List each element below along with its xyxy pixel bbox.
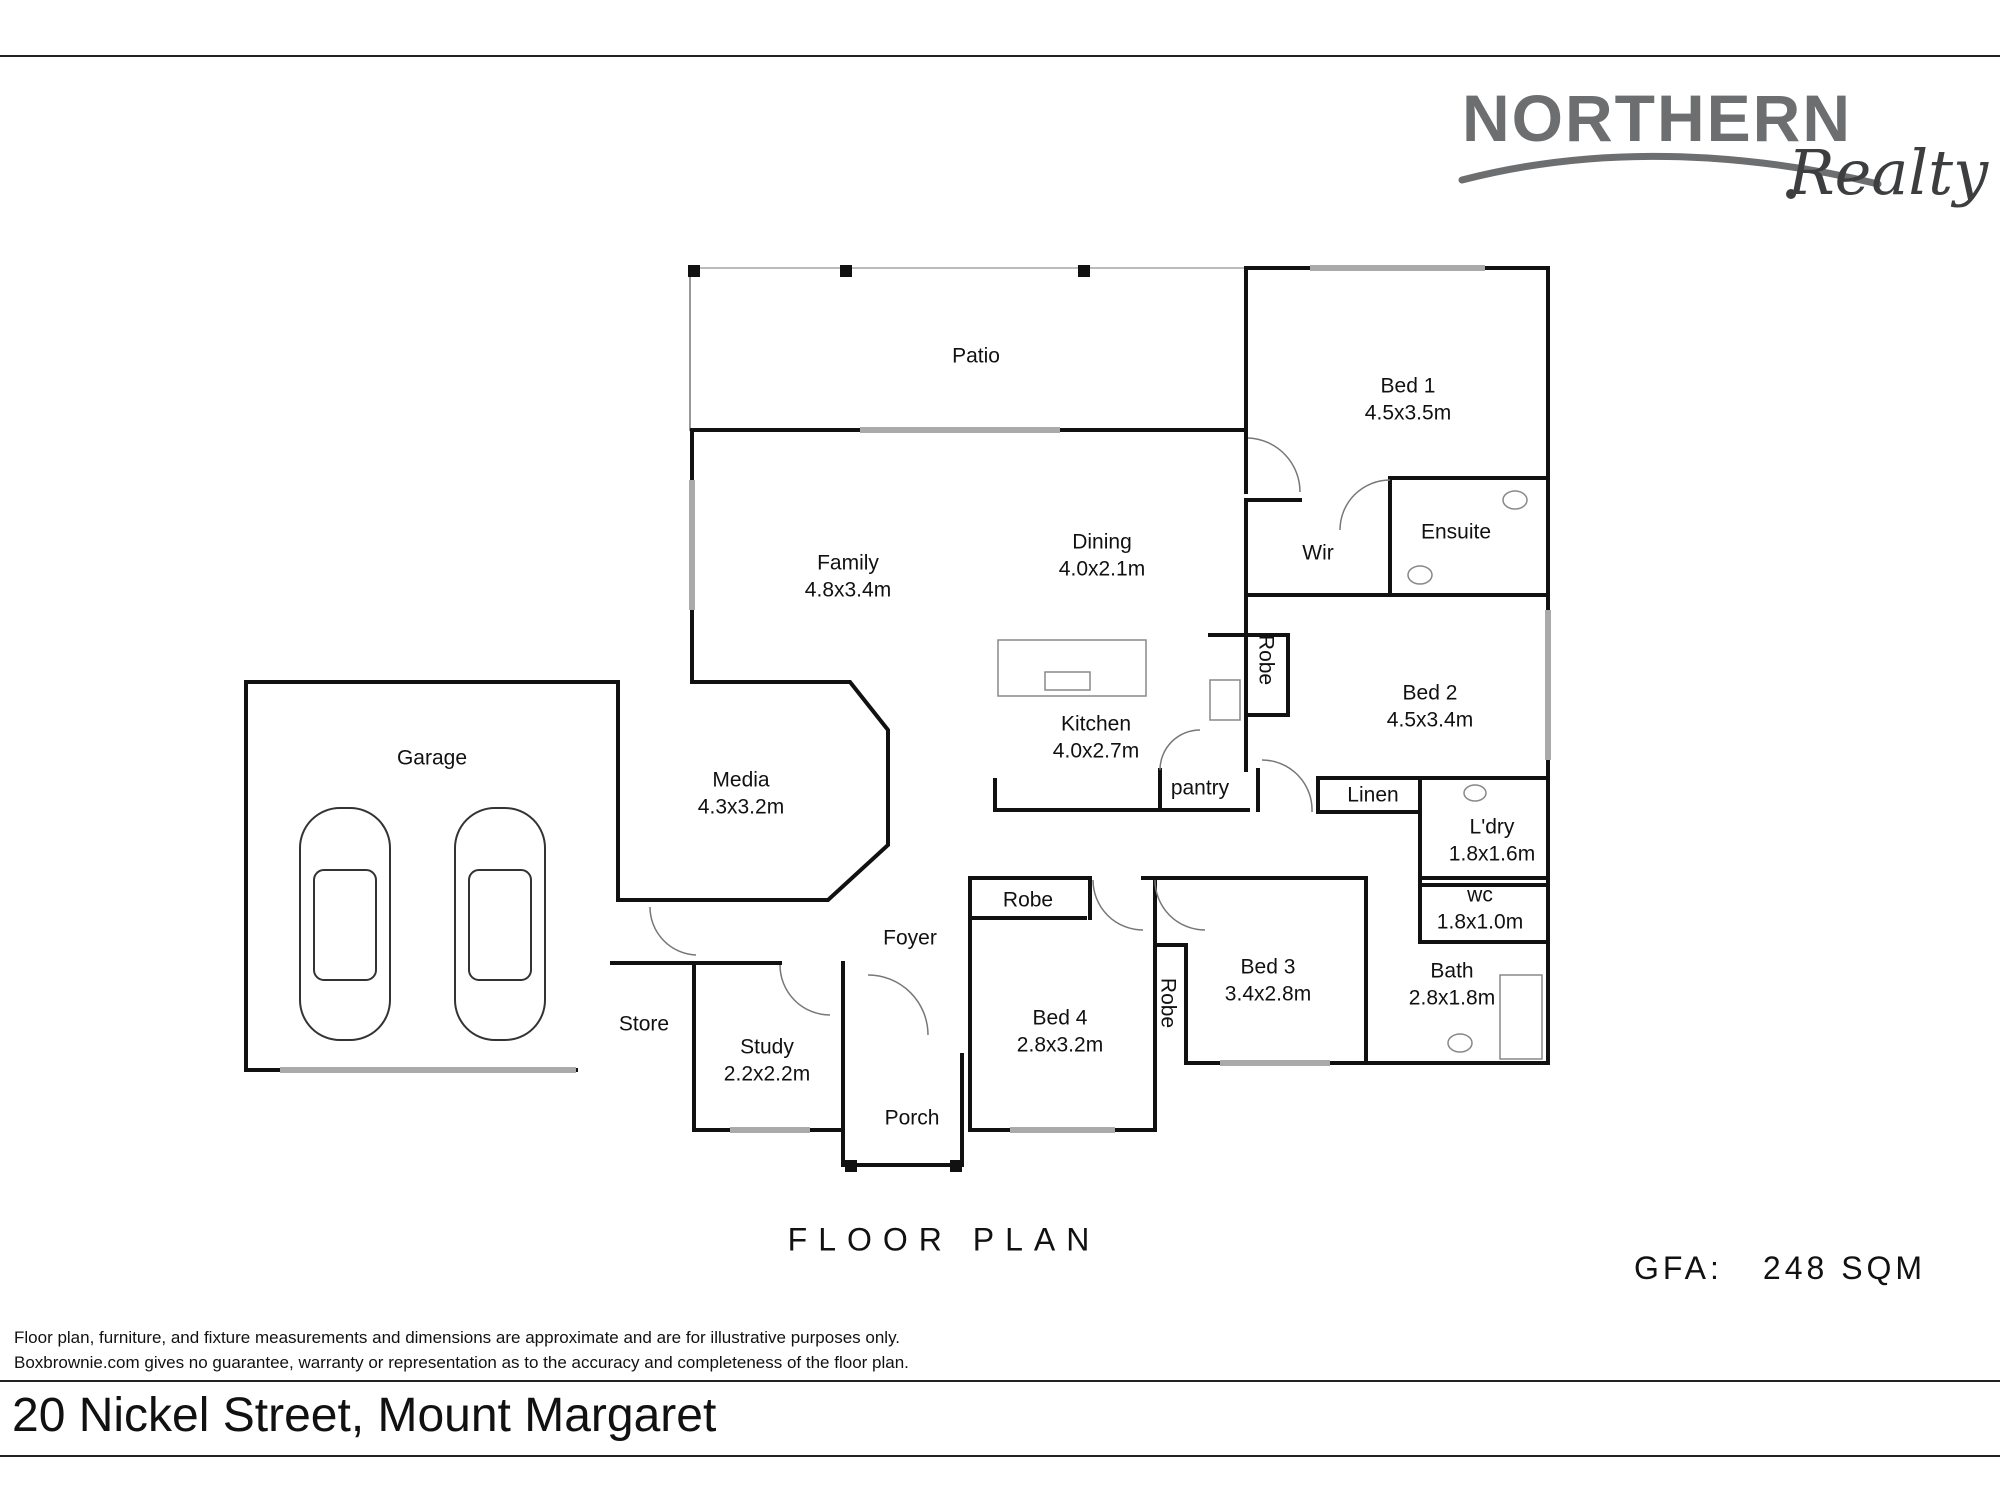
logo-swoosh-icon [1458, 152, 1882, 199]
wall-lines [244, 266, 1550, 1167]
car-icons [299, 807, 546, 1041]
room-robe-bed4: Robe [1002, 888, 1054, 912]
address-bottom-rule [0, 1455, 2000, 1457]
disclaimer-line-2: Boxbrownie.com gives no guarantee, warra… [14, 1353, 909, 1372]
address-top-rule [0, 1380, 2000, 1382]
room-linen: Linen [1347, 783, 1399, 807]
room-porch: Porch [884, 1106, 940, 1130]
brand-logo: NORTHERN Realty [1458, 80, 1988, 230]
gfa-value: 248 SQM [1762, 1250, 1927, 1286]
patio-posts [688, 265, 1090, 1172]
room-robe-bed2: Robe [1254, 634, 1278, 686]
gross-floor-area: GFA: 248 SQM [1634, 1250, 1926, 1287]
disclaimer: Floor plan, furniture, and fixture measu… [14, 1325, 909, 1375]
logo-subtitle: Realty [1788, 136, 1989, 209]
room-ensuite: Ensuite [1420, 520, 1492, 544]
room-patio: Patio [952, 344, 1000, 368]
kitchen-island [997, 639, 1241, 721]
property-address: 20 Nickel Street, Mount Margaret [12, 1389, 717, 1442]
room-foyer: Foyer [883, 926, 937, 950]
gfa-label: GFA: [1634, 1250, 1723, 1286]
room-store: Store [618, 1012, 670, 1036]
room-robe-bed3: Robe [1156, 977, 1180, 1029]
door-swings [649, 437, 1391, 1036]
room-wir: Wir [1302, 541, 1334, 565]
top-rule [0, 55, 2000, 57]
floor-plan-title: FLOOR PLAN [787, 1221, 1101, 1258]
disclaimer-line-1: Floor plan, furniture, and fixture measu… [14, 1328, 901, 1347]
room-garage: Garage [396, 746, 468, 770]
fixtures [1407, 490, 1543, 1060]
room-pantry: pantry [1170, 776, 1230, 800]
logo-wordmark: NORTHERN [1462, 81, 1852, 155]
windows [280, 265, 1551, 1133]
